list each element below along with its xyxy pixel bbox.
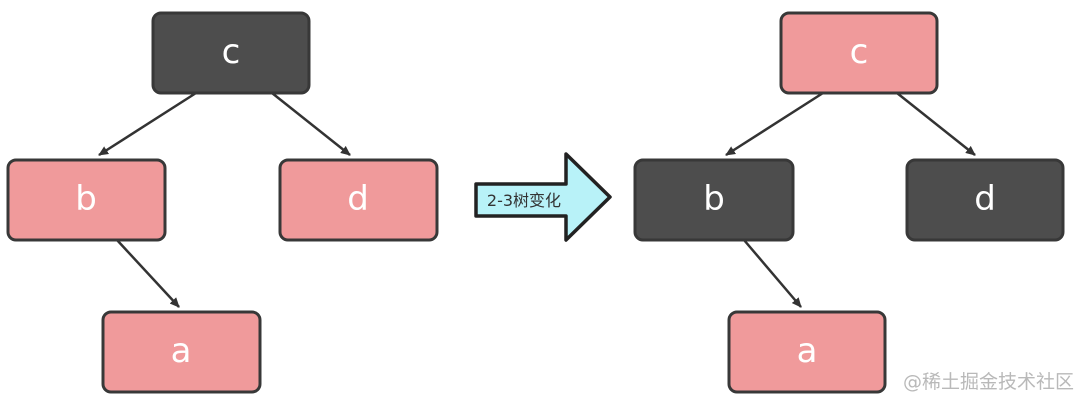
node-after-d-label: d xyxy=(974,179,996,219)
node-before-d-box xyxy=(278,158,439,242)
transform-arrow: 2-3树变化 xyxy=(474,152,612,242)
node-after-b-box xyxy=(633,158,795,242)
node-after-b-label: b xyxy=(703,179,725,219)
node-after-c-box xyxy=(779,11,939,95)
right-block-arrow-icon xyxy=(474,152,612,242)
node-before-d-label: d xyxy=(347,179,369,219)
node-after-c-label: c xyxy=(850,32,869,72)
node-before-b-box xyxy=(6,158,167,242)
tree-after: c b d a xyxy=(633,11,1065,394)
edge-before-c-d xyxy=(271,92,351,156)
watermark-text: @稀土掘金技术社区 xyxy=(903,371,1074,393)
edge-after-c-d xyxy=(896,92,976,156)
node-after-a-label: a xyxy=(797,331,818,371)
edge-after-c-b xyxy=(725,91,824,157)
edge-before-c-b xyxy=(98,91,197,157)
node-before-c-label: c xyxy=(222,32,241,72)
edge-after-b-a xyxy=(743,239,802,308)
node-after-d-box xyxy=(905,158,1065,242)
node-before-a-box xyxy=(101,310,262,394)
transform-arrow-label: 2-3树变化 xyxy=(487,191,561,210)
edge-before-b-a xyxy=(116,239,180,308)
tree-before: c b d a xyxy=(6,11,439,394)
node-before-c-box xyxy=(151,11,311,95)
node-before-a-label: a xyxy=(171,331,192,371)
node-after-a-box xyxy=(727,310,887,394)
node-before-b-label: b xyxy=(75,179,97,219)
